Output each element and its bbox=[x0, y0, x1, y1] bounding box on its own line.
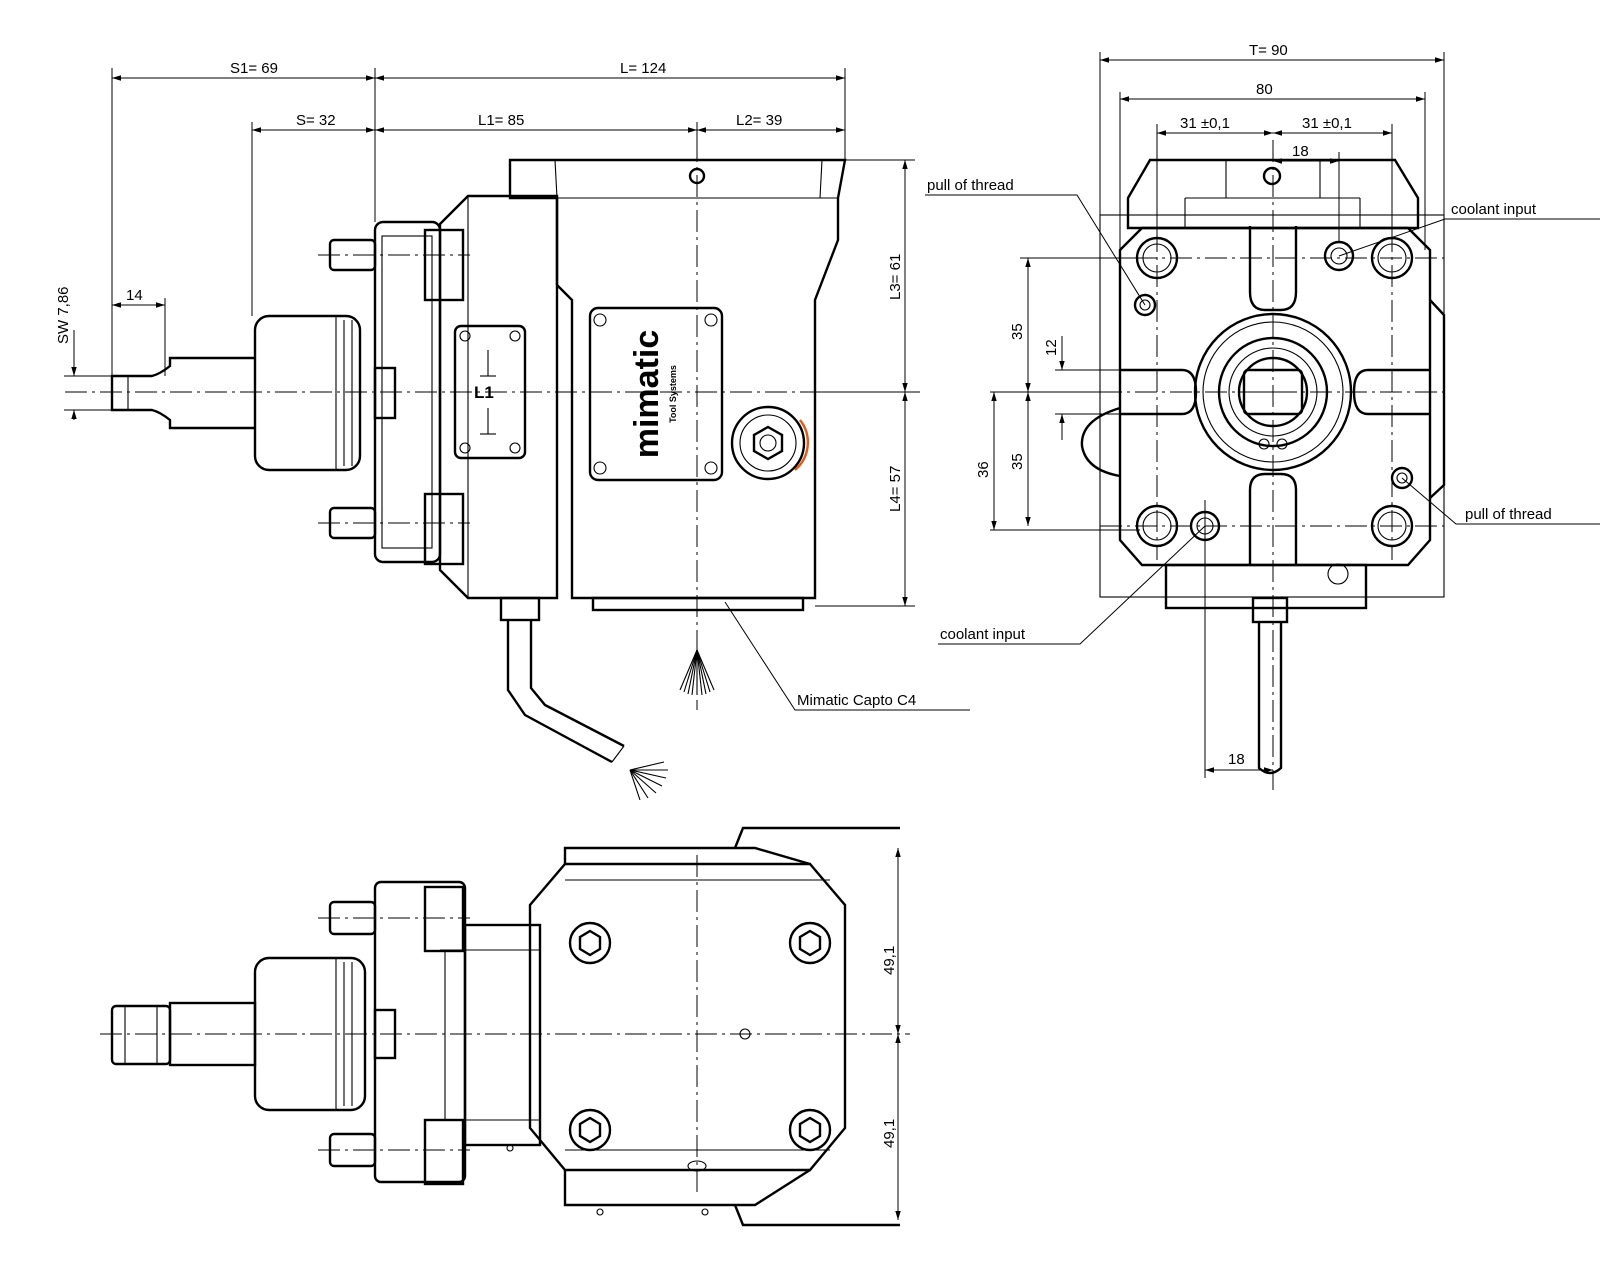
top-dimensions: 49,1 49,1 bbox=[881, 848, 901, 1220]
callout-capto: Mimatic Capto C4 bbox=[724, 601, 970, 711]
dim-35-top: 35 bbox=[1009, 323, 1026, 340]
dim-s: S= 32 bbox=[296, 112, 336, 129]
callout-coolant-input-right: coolant input bbox=[1451, 201, 1537, 218]
callout-pull-thread-right: pull of thread bbox=[1465, 506, 1552, 523]
dim-s1: S1= 69 bbox=[230, 60, 278, 77]
side-dimensions: T= 90 80 31 ±0,1 31 ±0,1 18 35 12 36 35 … bbox=[975, 42, 1445, 778]
dim-18-top: 18 bbox=[1292, 143, 1309, 160]
dim-l2: L2= 39 bbox=[736, 112, 782, 129]
side-view bbox=[1080, 140, 1446, 790]
dim-31b: 31 ±0,1 bbox=[1302, 115, 1352, 132]
dim-49a: 49,1 bbox=[881, 946, 898, 975]
dim-80: 80 bbox=[1256, 81, 1273, 98]
dim-18-bottom: 18 bbox=[1228, 751, 1245, 768]
front-view: L1 mimatic Tool Systems bbox=[65, 140, 920, 801]
dim-l1: L1= 85 bbox=[478, 112, 524, 129]
dim-l3: L3= 61 bbox=[887, 254, 904, 300]
front-dimensions: S1= 69 L= 124 S= 32 L1= 85 L2= 39 14 SW … bbox=[55, 60, 915, 607]
callout-coolant-input-left: coolant input bbox=[940, 626, 1026, 643]
dim-sw: SW 7,86 bbox=[55, 286, 72, 344]
callout-capto-text: Mimatic Capto C4 bbox=[797, 692, 916, 709]
dim-31a: 31 ±0,1 bbox=[1180, 115, 1230, 132]
dim-12: 12 bbox=[1043, 339, 1060, 356]
brand-logo: mimatic bbox=[628, 330, 666, 459]
dim-14: 14 bbox=[126, 287, 143, 304]
brand-tagline: Tool Systems bbox=[668, 365, 678, 423]
dim-l: L= 124 bbox=[620, 60, 666, 77]
dim-36: 36 bbox=[975, 461, 992, 478]
svg-text:L1: L1 bbox=[474, 383, 494, 402]
dim-49b: 49,1 bbox=[881, 1119, 898, 1148]
dim-t: T= 90 bbox=[1249, 42, 1288, 59]
dim-l4: L4= 57 bbox=[887, 466, 904, 512]
callout-pull-thread-left: pull of thread bbox=[927, 177, 1014, 194]
dim-35-bottom: 35 bbox=[1009, 453, 1026, 470]
top-view bbox=[100, 826, 910, 1227]
side-callouts: pull of thread coolant input pull of thr… bbox=[925, 177, 1600, 645]
